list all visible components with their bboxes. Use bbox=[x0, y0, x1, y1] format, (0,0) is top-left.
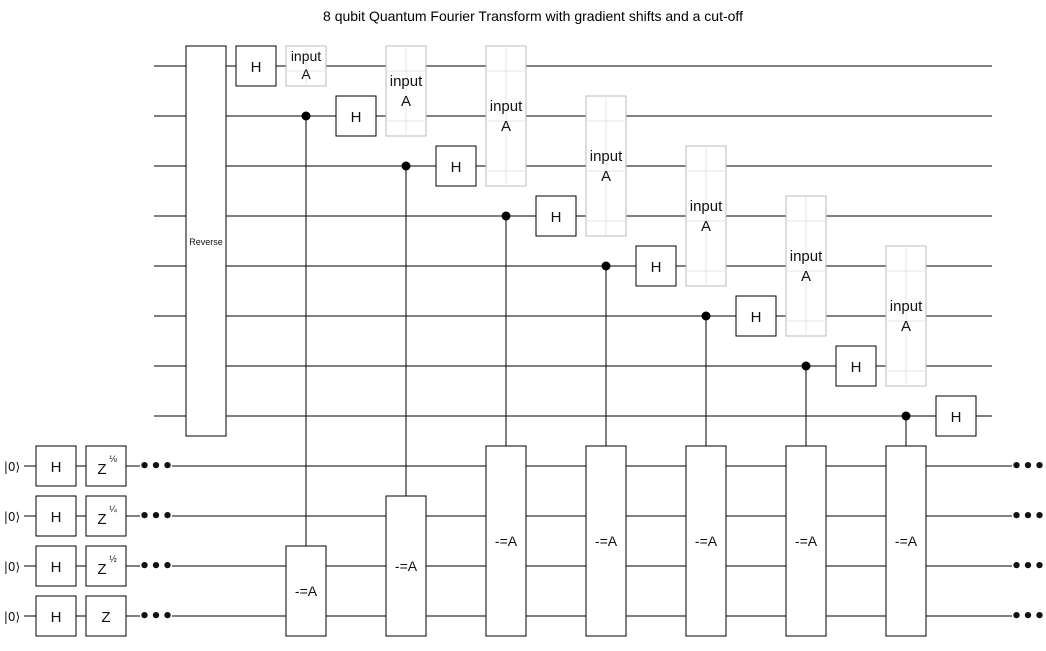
z-power-gate bbox=[85, 595, 127, 637]
hadamard-gate bbox=[35, 495, 77, 537]
input-label: input bbox=[291, 48, 321, 64]
subtract-a-label: -=A bbox=[495, 533, 518, 549]
hadamard-label: H bbox=[51, 509, 62, 526]
hadamard-label: H bbox=[851, 359, 862, 376]
input-label: input bbox=[790, 248, 823, 265]
input-label: input bbox=[490, 98, 523, 115]
input-register-label: A bbox=[601, 168, 611, 185]
hadamard-gate bbox=[235, 45, 277, 87]
z-power-gate bbox=[85, 545, 127, 587]
ket-zero-label: |0⟩ bbox=[4, 510, 20, 524]
ellipsis-right: ••• bbox=[1011, 606, 1046, 627]
ellipsis-left: ••• bbox=[139, 606, 174, 627]
hadamard-gate bbox=[35, 595, 77, 637]
hadamard-gate bbox=[835, 345, 877, 387]
z-exponent-label: ¼ bbox=[109, 504, 117, 514]
hadamard-label: H bbox=[251, 59, 262, 76]
z-label: Z bbox=[97, 461, 106, 478]
control-dot bbox=[801, 361, 811, 371]
reverse-gate bbox=[185, 45, 227, 437]
subtract-a-gate bbox=[785, 445, 827, 637]
subtract-a-label: -=A bbox=[395, 558, 418, 574]
input-register-label: A bbox=[301, 66, 311, 82]
hadamard-gate bbox=[535, 195, 577, 237]
ellipsis-left: ••• bbox=[139, 456, 174, 477]
hadamard-gate bbox=[735, 295, 777, 337]
diagram-title: 8 qubit Quantum Fourier Transform with g… bbox=[323, 8, 743, 24]
z-label: Z bbox=[97, 511, 106, 528]
ellipsis-right: ••• bbox=[1011, 556, 1046, 577]
reverse-label: Reverse bbox=[189, 237, 223, 247]
hadamard-label: H bbox=[51, 459, 62, 476]
z-label: Z bbox=[97, 561, 106, 578]
input-register-label: A bbox=[701, 218, 711, 235]
ket-zero-label: |0⟩ bbox=[4, 460, 20, 474]
hadamard-label: H bbox=[451, 159, 462, 176]
subtract-a-label: -=A bbox=[695, 533, 718, 549]
control-dot bbox=[501, 211, 511, 221]
control-dot bbox=[701, 311, 711, 321]
ellipsis-right: ••• bbox=[1011, 456, 1046, 477]
input-label: input bbox=[590, 148, 623, 165]
input-label: input bbox=[390, 73, 423, 90]
hadamard-gate bbox=[35, 445, 77, 487]
hadamard-label: H bbox=[51, 559, 62, 576]
ellipsis-right: ••• bbox=[1011, 506, 1046, 527]
hadamard-gate bbox=[635, 245, 677, 287]
input-register-label: A bbox=[801, 268, 811, 285]
input-register-label: A bbox=[401, 93, 411, 110]
hadamard-label: H bbox=[51, 609, 62, 626]
input-register-label: A bbox=[901, 318, 911, 335]
hadamard-label: H bbox=[551, 209, 562, 226]
subtract-a-gate bbox=[385, 495, 427, 637]
control-dot bbox=[301, 111, 311, 121]
ellipsis-left: ••• bbox=[139, 506, 174, 527]
subtract-a-gate bbox=[685, 445, 727, 637]
subtract-a-gate bbox=[585, 445, 627, 637]
subtract-a-gate bbox=[885, 445, 927, 637]
hadamard-gate bbox=[35, 545, 77, 587]
z-power-gate bbox=[85, 445, 127, 487]
ellipsis-left: ••• bbox=[139, 556, 174, 577]
input-label: input bbox=[690, 198, 723, 215]
hadamard-label: H bbox=[751, 309, 762, 326]
input-label: input bbox=[890, 298, 923, 315]
input-register-label: A bbox=[501, 118, 511, 135]
hadamard-label: H bbox=[951, 409, 962, 426]
subtract-a-label: -=A bbox=[595, 533, 618, 549]
z-exponent-label: ½ bbox=[109, 554, 117, 564]
z-label: Z bbox=[101, 609, 110, 626]
z-exponent-label: ⅛ bbox=[109, 454, 117, 464]
hadamard-gate bbox=[335, 95, 377, 137]
subtract-a-label: -=A bbox=[795, 533, 818, 549]
hadamard-label: H bbox=[651, 259, 662, 276]
control-dot bbox=[901, 411, 911, 421]
control-dot bbox=[601, 261, 611, 271]
control-dot bbox=[401, 161, 411, 171]
hadamard-label: H bbox=[351, 109, 362, 126]
hadamard-gate bbox=[435, 145, 477, 187]
hadamard-gate bbox=[935, 395, 977, 437]
subtract-a-label: -=A bbox=[895, 533, 918, 549]
subtract-a-gate bbox=[485, 445, 527, 637]
ket-zero-label: |0⟩ bbox=[4, 610, 20, 624]
ket-zero-label: |0⟩ bbox=[4, 560, 20, 574]
subtract-a-label: -=A bbox=[295, 583, 318, 599]
z-power-gate bbox=[85, 495, 127, 537]
subtract-a-gate bbox=[285, 545, 327, 637]
